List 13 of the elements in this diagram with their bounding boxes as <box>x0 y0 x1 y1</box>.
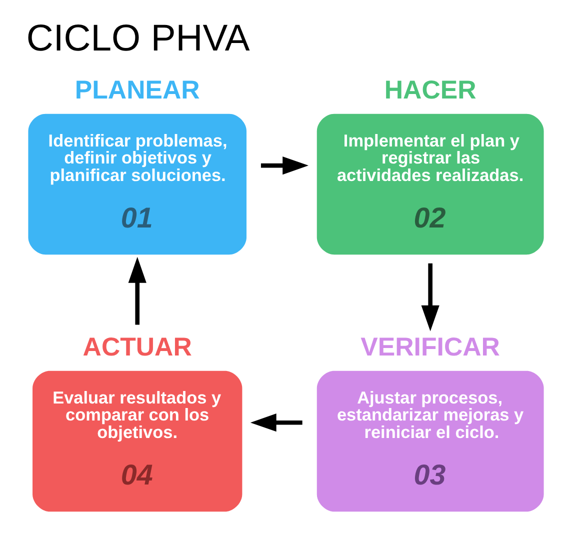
node-label: ACTUAR <box>82 333 192 362</box>
node-box: Implementar el plan y registrar las actividades realizadas. 02 <box>316 113 544 254</box>
diagram-title: CICLO PHVA <box>26 16 250 58</box>
arrow <box>260 156 308 174</box>
node-label: PLANEAR <box>74 76 200 104</box>
node-box: Ajustar procesos, estandarizar mejoras y reiniciar el ciclo. 03 <box>316 370 544 512</box>
node-box: Identificar problemas, definir objetivos y planificar soluciones. 01 <box>28 113 246 254</box>
node-label: HACER <box>384 76 476 104</box>
arrow <box>250 413 302 432</box>
arrow <box>128 256 146 324</box>
node-box: Evaluar resultados y comparar con los objetivos. 04 <box>32 370 242 512</box>
node-label: VERIFICAR <box>360 333 500 362</box>
arrow <box>421 262 440 331</box>
